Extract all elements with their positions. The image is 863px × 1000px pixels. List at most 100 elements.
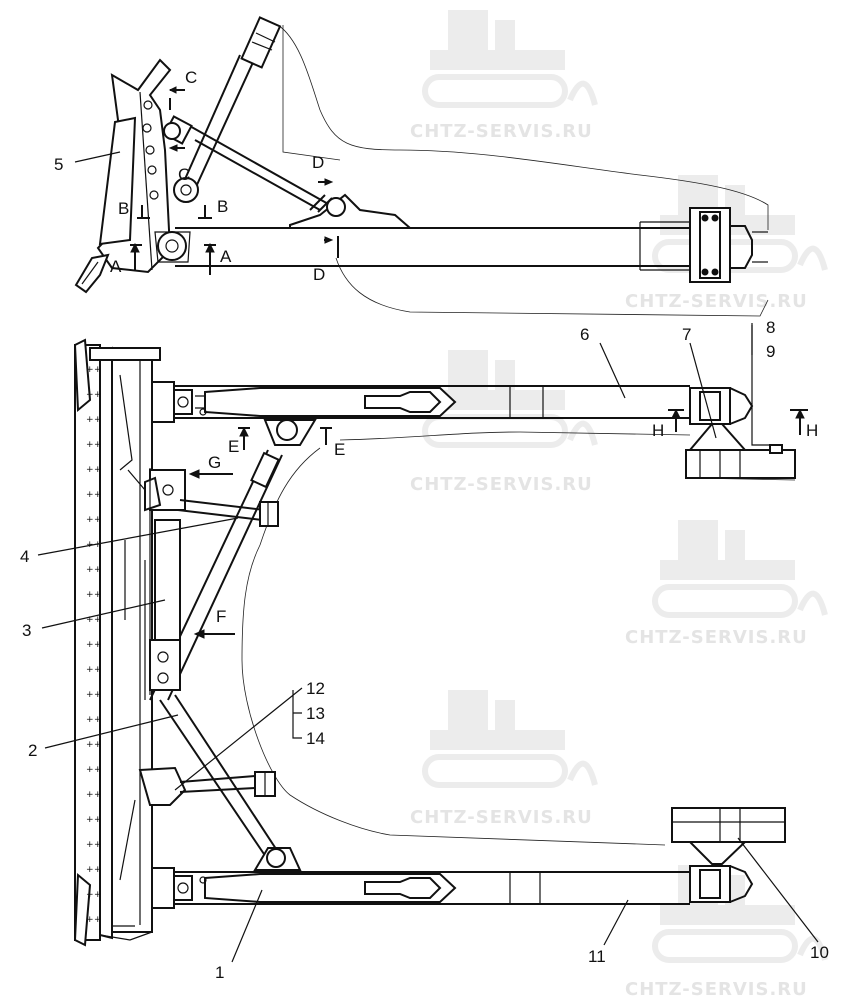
callout-12: 12 [306,679,325,698]
section-H-left: H [652,421,664,440]
bolt-mark: + [94,640,102,650]
bolt-mark: + [94,590,102,600]
bolt-mark: + [94,915,102,925]
bolt-mark: + [94,840,102,850]
section-markers-plan [188,408,808,639]
upper-tilt-rod [177,499,279,527]
bolt-mark: + [94,865,102,875]
watermark-text: CHTZ-SERVIS.RU [625,291,808,312]
watermark-text: CHTZ-SERVIS.RU [410,807,593,828]
section-C-top: C [185,68,197,87]
bolt-mark: + [94,765,102,775]
bolt-mark: + [94,365,102,375]
bolt-mark: + [94,715,102,725]
bolt-mark: + [86,640,94,650]
lower-tilt-rod [138,766,276,806]
bolt-mark: + [86,715,94,725]
section-A-left: A [110,257,122,276]
tilt-bracket-column [144,468,186,695]
bolt-mark: + [86,440,94,450]
bolt-mark: + [86,490,94,500]
brace-strut-side [173,16,282,203]
section-F: F [216,607,226,626]
lower-diagonal-brace [159,694,302,871]
bolt-mark: + [86,365,94,375]
section-markers-top [130,86,339,275]
pivot-bracket [289,193,413,229]
watermark-text: CHTZ-SERVIS.RU [410,121,593,142]
bolt-mark: + [86,690,94,700]
blade-bolts: ++++++++++++++++++++++++++++++++++++++++… [86,365,102,925]
bolt-mark: + [86,840,94,850]
section-D-top: D [312,153,324,172]
bolt-mark: + [94,540,102,550]
bolt-mark: + [94,815,102,825]
section-B-left: B [118,199,129,218]
section-E-right: E [334,440,345,459]
watermark-text: CHTZ-SERVIS.RU [625,979,808,1000]
watermark-text: CHTZ-SERVIS.RU [625,627,808,648]
callout-11: 11 [588,947,606,966]
bolt-mark: + [86,590,94,600]
upper-push-beam [151,381,690,423]
bolt-mark: + [86,665,94,675]
bolt-mark: + [94,665,102,675]
callout-5: 5 [54,155,63,174]
callout-4: 4 [20,547,29,566]
callout-13: 13 [306,704,325,723]
section-D-bottom: D [313,265,325,284]
bolt-mark: + [86,915,94,925]
end-bit-plate [98,116,137,246]
section-E-left: E [228,437,239,456]
callout-3: 3 [22,621,31,640]
bolt-mark: + [94,390,102,400]
bolt-mark: + [86,790,94,800]
callout-9: 9 [766,342,775,361]
top-view: ++++++++++++++++++++++++++++++++++++++++… [73,325,808,947]
section-H-right: H [806,421,818,440]
bolt-mark: + [94,565,102,575]
tractor-outline [277,24,769,317]
bolt-mark: + [86,615,94,625]
bolt-mark: + [86,465,94,475]
trunnion-side [689,207,768,283]
push-beam-side [154,221,690,271]
bolt-mark: + [86,890,94,900]
upper-trunnion [685,325,796,479]
bolt-mark: + [86,565,94,575]
bolt-mark: + [94,515,102,525]
callout-1: 1 [215,963,224,982]
bolt-mark: + [94,690,102,700]
section-A-right: A [220,247,232,266]
bolt-mark: + [86,515,94,525]
leader-lines [37,151,819,963]
bolt-mark: + [86,865,94,875]
watermark-text: CHTZ-SERVIS.RU [410,474,593,495]
bolt-mark: + [86,815,94,825]
side-view [74,16,769,317]
callout-8: 8 [766,318,775,337]
lower-push-beam [151,867,690,909]
bolt-mark: + [86,740,94,750]
bolt-mark: + [86,765,94,775]
callout-7: 7 [682,325,691,344]
lower-trunnion [671,807,786,903]
callout-2: 2 [28,741,37,760]
bolt-mark: + [94,490,102,500]
bolt-mark: + [94,465,102,475]
section-C-mid: C [178,165,190,184]
bolt-mark: + [94,440,102,450]
callout-10: 10 [810,943,829,962]
section-B-right: B [217,197,228,216]
callout-6: 6 [580,325,589,344]
bolt-mark: + [94,790,102,800]
callout-labels: 5 6 7 8 9 4 3 2 12 13 14 1 11 10 C C B B… [20,68,829,982]
bolt-mark: + [94,615,102,625]
section-G: G [208,453,221,472]
callout-14: 14 [306,729,325,748]
bolt-mark: + [86,415,94,425]
bolt-mark: + [94,890,102,900]
blade-plan: ++++++++++++++++++++++++++++++++++++++++… [73,338,161,947]
bolt-mark: + [94,740,102,750]
